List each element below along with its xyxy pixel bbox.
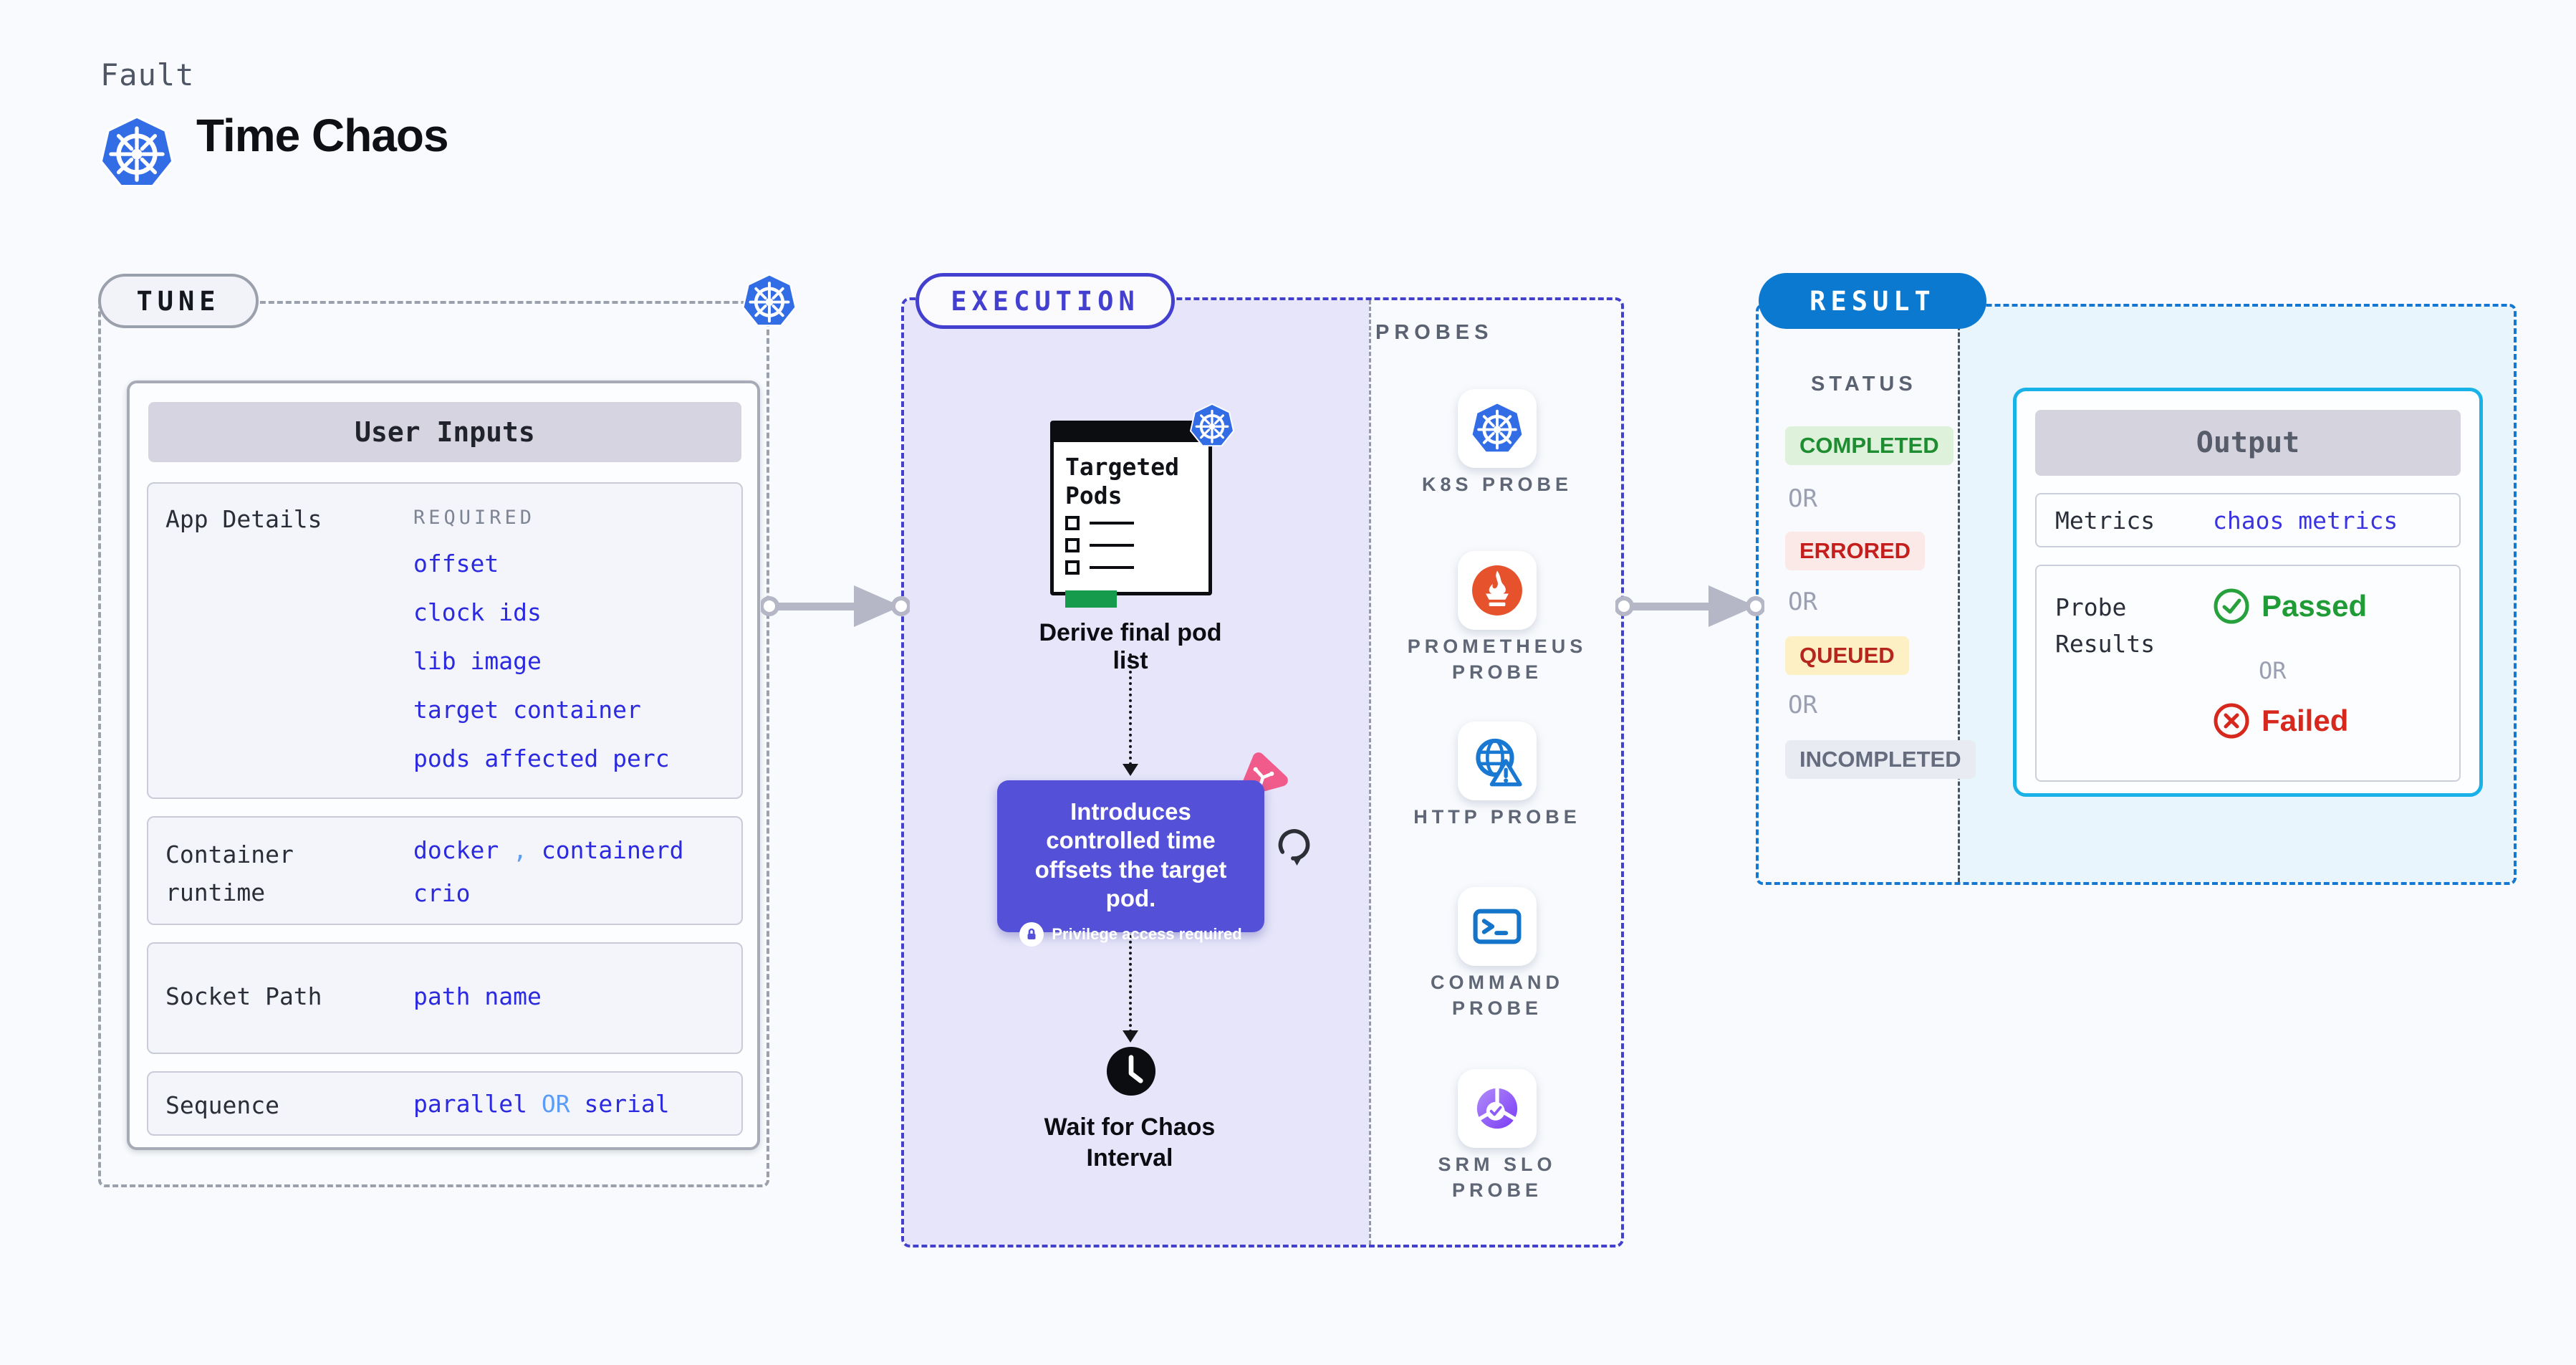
link-parallel-or-serial[interactable]: parallel OR serial xyxy=(413,1090,670,1118)
check-circle-icon xyxy=(2214,588,2249,624)
fault-description-tooltip: Introduces controlled time offsets the t… xyxy=(997,780,1264,947)
k8s-probe-card[interactable] xyxy=(1458,389,1537,468)
fault-eyebrow-label: Fault xyxy=(100,57,195,92)
execution-probes-divider xyxy=(1369,300,1371,1245)
socket-path-row: Socket Path path name xyxy=(147,942,743,1054)
link-clock-ids[interactable]: clock ids xyxy=(413,598,542,626)
probes-title: PROBES xyxy=(1375,321,1494,344)
checkbox-icon xyxy=(1065,516,1080,530)
link-target-container[interactable]: target container xyxy=(413,696,641,724)
prometheus-probe-card[interactable] xyxy=(1458,551,1537,630)
command-probe-card[interactable] xyxy=(1458,887,1537,966)
wait-interval-label: Wait for Chaos Interval xyxy=(1044,1113,1216,1172)
status-badge-queued: QUEUED xyxy=(1785,636,1909,675)
privilege-note: Privilege access required xyxy=(1052,925,1242,943)
metrics-value-link[interactable]: chaos metrics xyxy=(2213,506,2398,535)
k8s-probe-label: K8S PROBE xyxy=(1421,474,1573,495)
flow-connector xyxy=(1129,935,1132,1033)
sequence-row: Sequence parallel OR serial xyxy=(147,1071,743,1136)
srm-slo-probe-card[interactable] xyxy=(1458,1069,1537,1148)
or-separator: OR xyxy=(1788,588,1817,616)
status-badge-errored: ERRORED xyxy=(1785,532,1926,570)
tune-badge[interactable]: TUNE xyxy=(98,274,259,328)
pod-checklist xyxy=(1065,516,1134,583)
clock-icon xyxy=(1106,1046,1156,1096)
kubernetes-icon xyxy=(99,115,175,191)
derive-pod-list-label: Derive final pod list xyxy=(1039,619,1222,674)
status-badge-completed: COMPLETED xyxy=(1785,426,1953,465)
prometheus-icon xyxy=(1470,563,1524,618)
http-probe-label: HTTP PROBE xyxy=(1413,806,1581,828)
execution-to-result-arrow xyxy=(1615,585,1764,627)
status-title: STATUS xyxy=(1811,373,1917,396)
or-separator: OR xyxy=(1788,691,1817,719)
link-lib-image[interactable]: lib image xyxy=(413,647,542,675)
link-path-name[interactable]: path name xyxy=(413,982,542,1010)
required-tag: REQUIRED xyxy=(413,507,536,529)
command-probe-label: COMMAND PROBE xyxy=(1431,972,1564,1020)
lock-icon xyxy=(1019,922,1044,947)
socket-path-label: Socket Path xyxy=(165,982,322,1010)
repeat-icon xyxy=(1278,829,1310,866)
user-inputs-card: User Inputs App Details REQUIRED offset … xyxy=(127,380,760,1150)
passed-indicator: Passed xyxy=(2213,588,2367,625)
or-separator: OR xyxy=(2259,657,2287,684)
arrow-down-icon xyxy=(1123,1030,1138,1043)
output-title: Output xyxy=(2035,410,2461,476)
kubernetes-icon xyxy=(741,273,797,329)
http-globe-icon xyxy=(1470,734,1524,788)
app-details-row: App Details REQUIRED offset clock ids li… xyxy=(147,482,743,799)
metrics-row: Metrics chaos metrics xyxy=(2035,493,2461,547)
sequence-label: Sequence xyxy=(165,1091,279,1119)
link-docker-containerd[interactable]: docker , containerd xyxy=(413,836,684,864)
x-circle-icon xyxy=(2214,703,2249,739)
or-separator: OR xyxy=(1788,484,1817,513)
link-pods-affected-perc[interactable]: pods affected perc xyxy=(413,744,670,772)
output-card: Output Metrics chaos metrics Probe Resul… xyxy=(2013,388,2483,797)
checkbox-icon xyxy=(1065,538,1080,552)
result-badge[interactable]: RESULT xyxy=(1759,273,1986,329)
targeted-pods-titlebar xyxy=(1053,423,1209,442)
arrow-down-icon xyxy=(1123,764,1138,776)
user-inputs-title: User Inputs xyxy=(148,402,741,462)
http-probe-card[interactable] xyxy=(1458,722,1537,800)
page-title: Time Chaos xyxy=(196,110,449,161)
kubernetes-icon xyxy=(1189,403,1235,449)
probe-results-row: Probe Results Passed OR Failed xyxy=(2035,565,2461,782)
container-runtime-label: Container runtime xyxy=(165,840,294,906)
prometheus-probe-label: PROMETHEUS PROBE xyxy=(1407,636,1587,684)
tooltip-text: Introduces controlled time offsets the t… xyxy=(1034,798,1227,911)
link-offset[interactable]: offset xyxy=(413,550,499,578)
app-details-label: App Details xyxy=(165,505,322,533)
status-output-divider xyxy=(1958,307,1960,882)
progress-bar xyxy=(1065,590,1117,608)
probe-results-label: Probe Results xyxy=(2055,593,2156,658)
metrics-label: Metrics xyxy=(2055,506,2156,535)
link-crio[interactable]: crio xyxy=(413,879,471,907)
tune-section xyxy=(98,301,769,1187)
slo-donut-icon xyxy=(1470,1081,1524,1136)
container-runtime-row: Container runtime docker , containerd cr… xyxy=(147,816,743,925)
checkbox-icon xyxy=(1065,560,1080,575)
tune-to-execution-arrow xyxy=(761,585,910,627)
kubernetes-icon xyxy=(1470,401,1524,456)
failed-indicator: Failed xyxy=(2213,702,2348,739)
terminal-icon xyxy=(1470,899,1524,954)
flow-connector xyxy=(1129,653,1132,765)
srm-slo-probe-label: SRM SLO PROBE xyxy=(1438,1154,1557,1202)
status-badge-incompleted: INCOMPLETED xyxy=(1785,740,1976,779)
execution-badge[interactable]: EXECUTION xyxy=(915,273,1175,329)
